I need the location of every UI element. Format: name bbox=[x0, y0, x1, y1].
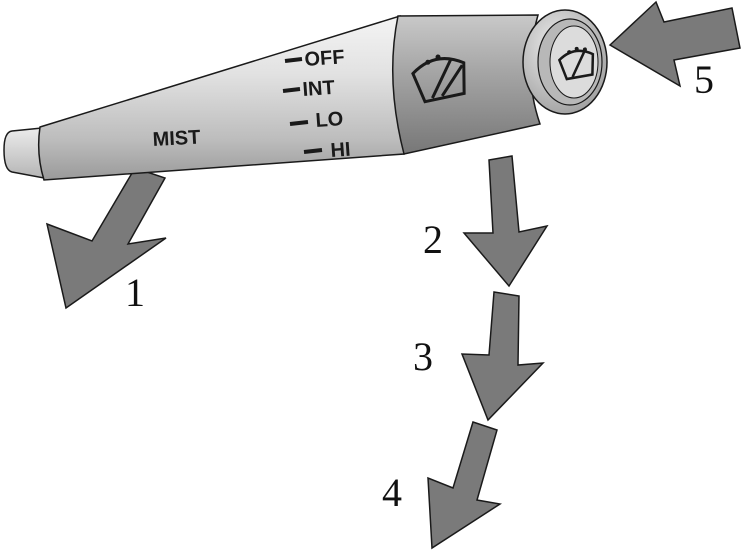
arrow-1 bbox=[45, 167, 167, 310]
position-label-hi: HI bbox=[330, 139, 351, 162]
lever-tip bbox=[3, 127, 45, 179]
windshield-wiper-icon bbox=[411, 54, 466, 104]
callout-3: 3 bbox=[413, 334, 433, 379]
position-label-off: OFF bbox=[304, 46, 345, 71]
arrow-2 bbox=[462, 155, 549, 288]
callout-4: 4 bbox=[382, 470, 402, 515]
callout-5: 5 bbox=[694, 57, 714, 102]
arrow-5 bbox=[608, 0, 741, 88]
arrow-4 bbox=[427, 421, 503, 550]
mist-label: MIST bbox=[152, 127, 201, 151]
lever-collar bbox=[391, 14, 541, 155]
callout-2: 2 bbox=[423, 217, 443, 262]
callout-1: 1 bbox=[125, 270, 145, 315]
position-label-lo: LO bbox=[315, 108, 344, 132]
lever-end-cap-button bbox=[549, 25, 599, 99]
lever-shaft bbox=[37, 14, 405, 181]
position-ticks bbox=[282, 57, 323, 154]
position-label-int: INT bbox=[302, 77, 336, 101]
windshield-washer-icon bbox=[557, 46, 595, 81]
arrow-3 bbox=[460, 291, 545, 422]
